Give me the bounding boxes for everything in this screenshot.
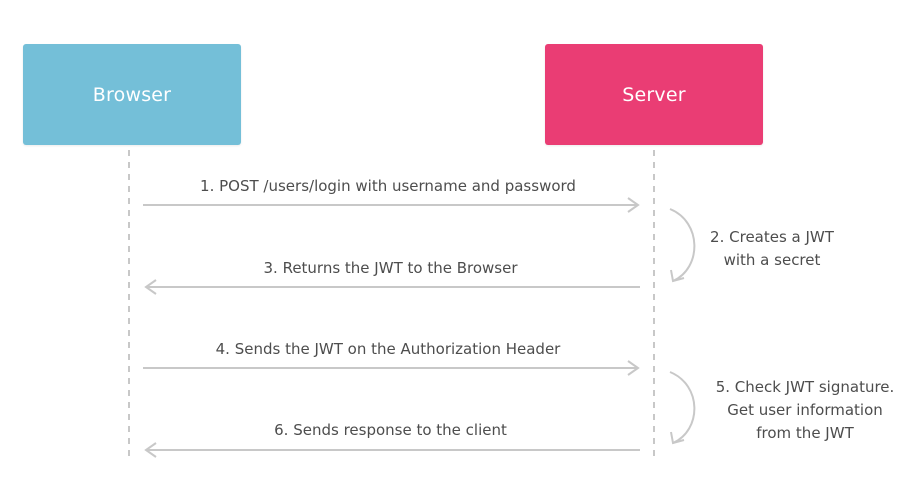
note-check-signature-line-1: 5. Check JWT signature. (715, 378, 895, 396)
self-call-arc-2 (669, 371, 696, 445)
browser-actor-label: Browser (92, 83, 172, 106)
message-3-label: 3. Returns the JWT to the Browser (263, 259, 518, 277)
message-6-arrow (144, 442, 640, 458)
message-1-label: 1. POST /users/login with username and p… (200, 177, 576, 195)
note-check-signature-line-3: from the JWT (756, 424, 854, 442)
message-3-arrow (144, 279, 640, 295)
note-create-jwt: 2. Creates a JWT with a secret (692, 226, 852, 272)
note-check-signature: 5. Check JWT signature. Get user informa… (700, 376, 910, 445)
message-4-arrow (143, 360, 640, 376)
message-6-label: 6. Sends response to the client (274, 421, 507, 439)
message-4-label: 4. Sends the JWT on the Authorization He… (215, 340, 561, 358)
self-call-arc-1 (669, 208, 696, 283)
browser-actor-box: Browser (23, 44, 241, 145)
note-create-jwt-line-2: with a secret (723, 251, 821, 269)
note-create-jwt-line-1: 2. Creates a JWT (710, 228, 834, 246)
note-check-signature-line-2: Get user information (727, 401, 883, 419)
server-actor-box: Server (545, 44, 763, 145)
server-actor-label: Server (622, 83, 686, 106)
message-1-arrow (143, 197, 640, 213)
